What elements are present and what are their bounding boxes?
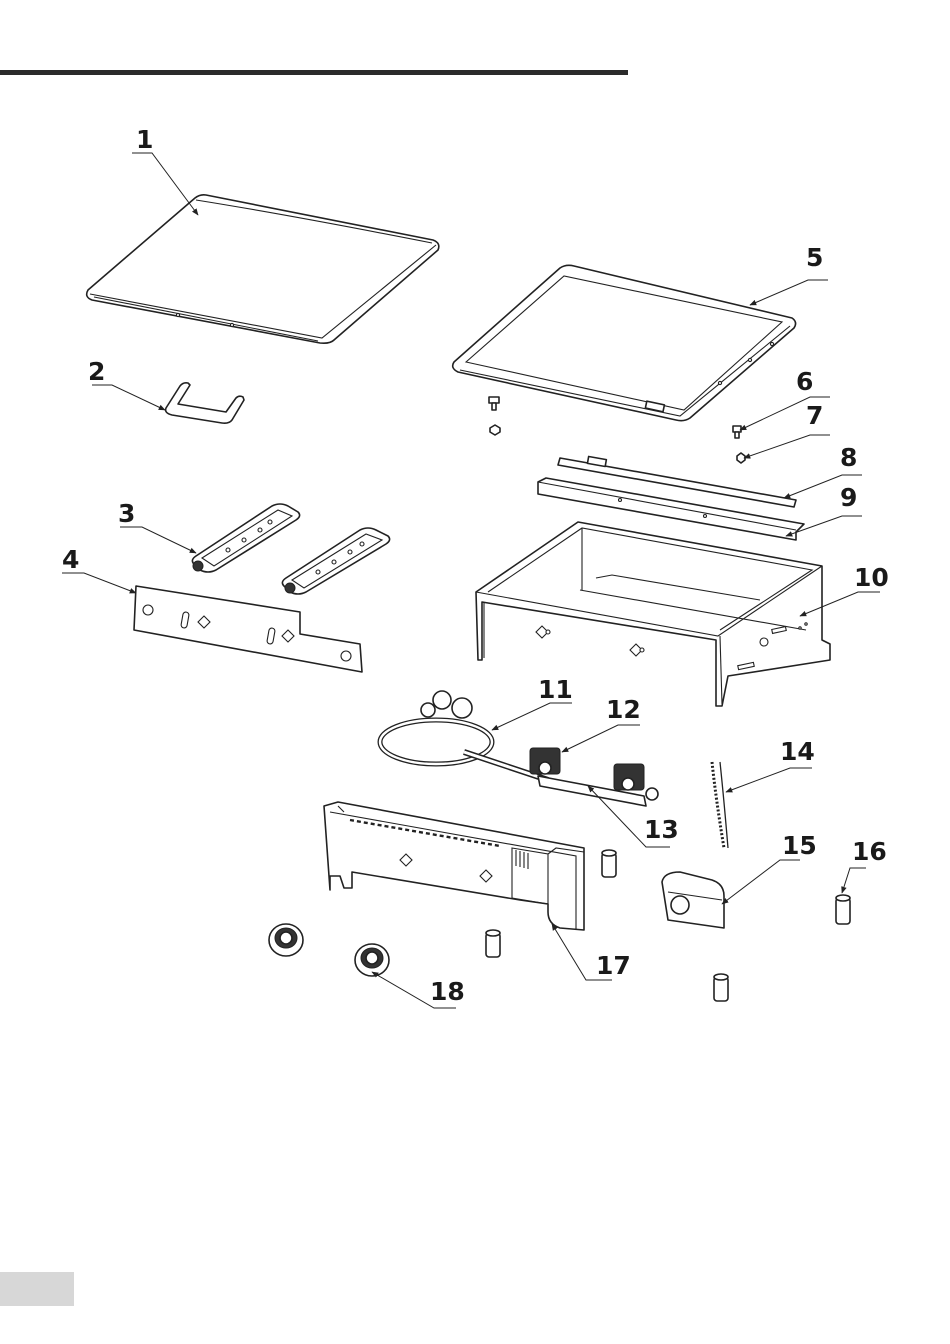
callout-17: 17: [596, 951, 631, 980]
callout-1: 1: [136, 125, 153, 154]
callout-7: 7: [806, 401, 823, 430]
part-valves-manifold: [530, 748, 658, 806]
part-burners: [192, 504, 389, 594]
callout-9: 9: [840, 483, 857, 512]
part-handle: [166, 383, 244, 423]
callout-3: 3: [118, 499, 135, 528]
callout-16: 16: [852, 837, 887, 866]
part-griddle: [453, 265, 796, 420]
callout-10: 10: [854, 563, 889, 592]
callout-2: 2: [88, 357, 105, 386]
part-ignitor-wire: [712, 762, 728, 848]
callout-12: 12: [606, 695, 641, 724]
callout-15: 15: [782, 831, 817, 860]
callout-5: 5: [806, 243, 823, 272]
callout-14: 14: [780, 737, 815, 766]
part-lid: [87, 195, 439, 343]
part-control-panel: [324, 802, 584, 930]
part-frame: [476, 522, 830, 706]
callout-6: 6: [796, 367, 813, 396]
part-ignitor-bracket: [662, 872, 724, 928]
page-tab: [0, 1272, 74, 1306]
part-knobs: [269, 924, 389, 976]
callout-11: 11: [538, 675, 573, 704]
part-heat-shield: [134, 586, 362, 672]
header-rule: [0, 70, 628, 75]
callout-4: 4: [62, 545, 79, 574]
callout-8: 8: [840, 443, 857, 472]
callout-13: 13: [644, 815, 679, 844]
callout-18: 18: [430, 977, 465, 1006]
part-regulator-hose: [380, 691, 548, 780]
